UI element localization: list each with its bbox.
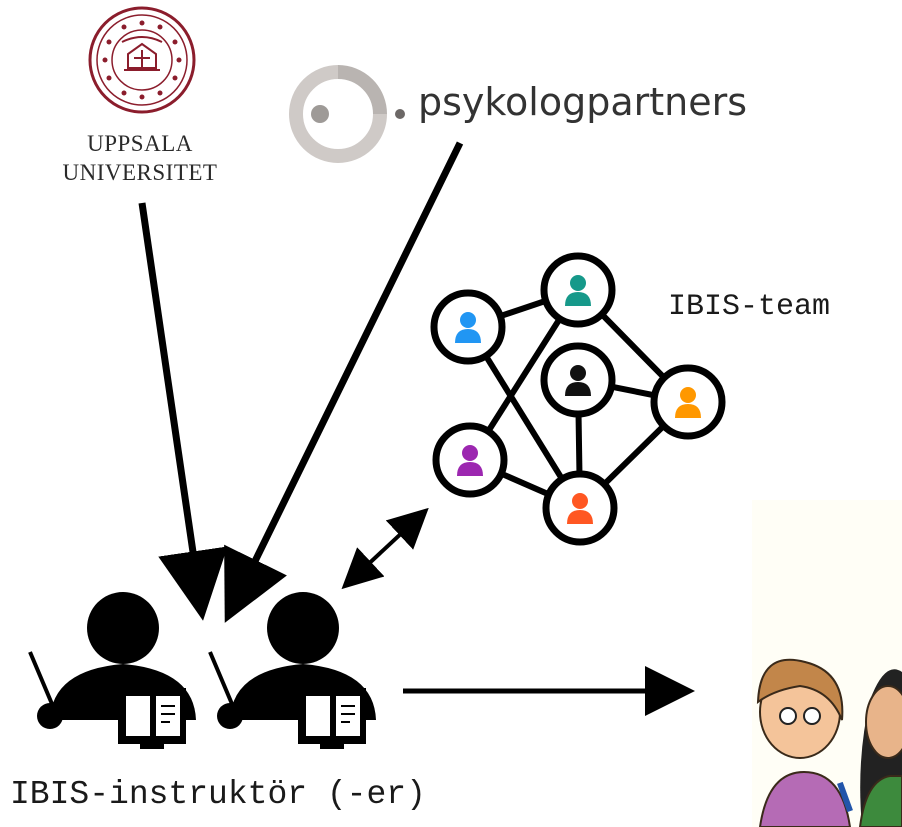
participants-cartoon <box>752 500 902 827</box>
team-member-node-orange <box>650 364 726 440</box>
team-member-node-black <box>540 342 616 418</box>
team-member-node-purple <box>432 422 508 498</box>
psykologpartners-logo <box>289 65 405 163</box>
team-label: IBIS-team <box>668 290 831 324</box>
arrow-team-instructors-bidirectional <box>341 507 429 590</box>
university-seal-logo <box>88 6 196 114</box>
team-member-node-teal <box>540 252 616 328</box>
university-name-line1: UPPSALA <box>87 131 193 156</box>
partner-name: psykologpartners <box>418 80 748 124</box>
instructor-icon-1 <box>28 592 196 749</box>
arrow-partner-to-instructors <box>224 141 464 623</box>
instructors-label: IBIS-instruktör (-er) <box>10 776 426 813</box>
team-member-node-red <box>542 470 618 546</box>
arrow-university-to-instructors <box>138 202 228 621</box>
team-member-node-blue <box>430 289 506 365</box>
university-name-line2: UNIVERSITET <box>62 160 218 185</box>
instructor-icon-2 <box>208 592 376 749</box>
